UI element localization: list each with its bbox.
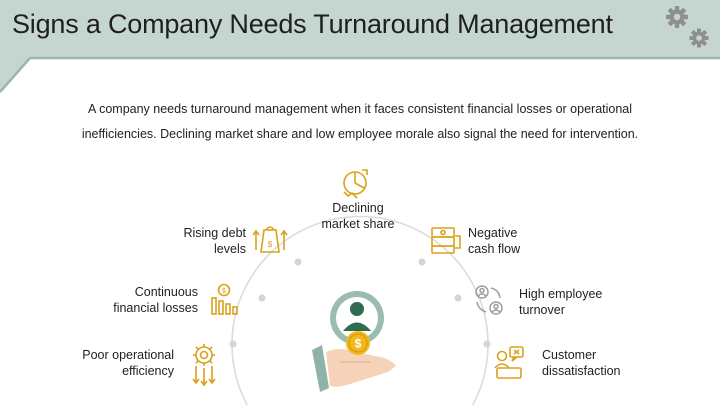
sign-label-line: efficiency (122, 364, 174, 378)
sign-rising-debt-levels: Rising debt levels (150, 225, 246, 257)
sign-label-line: cash flow (468, 242, 521, 256)
sign-label-line: Rising debt (183, 226, 246, 240)
sign-label-line: turnover (519, 303, 565, 317)
intro-line: inefficiencies. Declining market share a… (81, 127, 639, 141)
svg-text:$: $ (268, 240, 273, 249)
pie-chart-decline-icon (343, 169, 368, 199)
cash-stack-icon (431, 227, 461, 254)
sign-negative-cash-flow: Negative cash flow (468, 225, 568, 257)
intro-paragraph: A company needs turnaround management wh… (40, 97, 680, 147)
svg-text:$: $ (222, 288, 226, 295)
sign-label-line: Declining (332, 201, 384, 215)
gear-icon (689, 28, 709, 48)
sign-label-line: levels (214, 242, 246, 256)
debt-bag-icon: $ (252, 226, 288, 253)
arc-dots (229, 258, 491, 348)
sign-label-line: dissatisfaction (542, 364, 621, 378)
sign-poor-operational-efficiency: Poor operational efficiency (56, 347, 174, 379)
page-title: Signs a Company Needs Turnaround Managem… (12, 9, 613, 39)
employee-exchange-icon (475, 285, 503, 315)
gear-icon (666, 6, 688, 28)
arc-path (231, 215, 489, 405)
sign-label-line: Poor operational (82, 348, 174, 362)
gear-arrows-icon (192, 344, 216, 387)
sign-label-line: High employee (519, 287, 603, 301)
sign-label-line: Negative (468, 226, 518, 240)
sign-label-line: financial losses (113, 301, 198, 315)
customer-complaint-icon (494, 346, 524, 379)
sign-label-line: market share (321, 217, 395, 231)
sign-high-employee-turnover: High employee turnover (519, 286, 639, 318)
sign-declining-market-share: Declining market share (313, 200, 403, 232)
person-coin-hand-icon: $ (312, 291, 396, 392)
sign-continuous-financial-losses: Continuous financial losses (88, 284, 198, 316)
sign-label-line: Continuous (134, 285, 198, 299)
svg-text:$: $ (355, 337, 362, 351)
sign-customer-dissatisfaction: Customer dissatisfaction (542, 347, 652, 379)
header-band (0, 0, 720, 93)
bar-chart-coin-icon: $ (211, 283, 238, 315)
intro-line: A company needs turnaround management wh… (87, 102, 633, 116)
sign-label-line: Customer (542, 348, 597, 362)
